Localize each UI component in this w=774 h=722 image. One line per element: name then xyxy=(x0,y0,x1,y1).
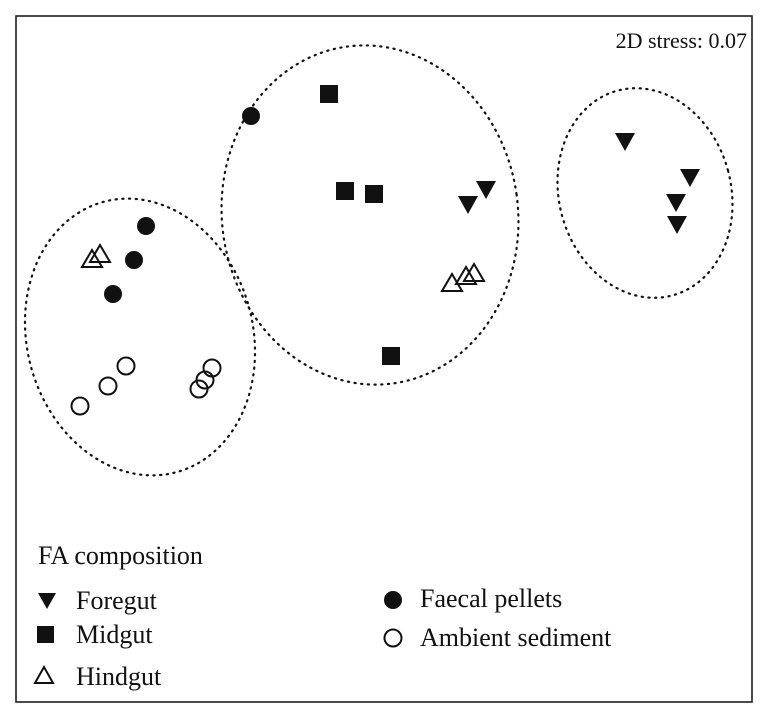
hindgut-point-1 xyxy=(80,248,104,268)
stress-label: 2D stress: 0.07 xyxy=(616,28,747,53)
foregut-marker-icon xyxy=(38,593,56,609)
hindgut-point-4 xyxy=(454,265,478,285)
faecal-point-2 xyxy=(137,217,155,235)
foregut-point-2 xyxy=(680,169,700,187)
foregut-point-5 xyxy=(458,196,478,214)
faecal-point-1 xyxy=(242,107,260,125)
faecal-marker-icon xyxy=(384,591,402,609)
legend-entry-faecal: Faecal pellets xyxy=(384,584,562,613)
legend-label-midgut: Midgut xyxy=(76,620,153,649)
hindgut-marker-icon xyxy=(33,664,55,684)
legend-label-faecal: Faecal pellets xyxy=(420,584,562,613)
foregut-point-4 xyxy=(666,194,686,212)
group-ellipse-right xyxy=(556,87,734,299)
faecal-point-4 xyxy=(104,285,122,303)
midgut-point-1 xyxy=(320,85,338,103)
foregut-point-6 xyxy=(667,216,687,234)
midgut-point-2 xyxy=(336,182,354,200)
legend-entry-foregut: Foregut xyxy=(38,586,158,615)
legend-entry-hindgut: Hindgut xyxy=(33,662,162,691)
legend-label-foregut: Foregut xyxy=(76,586,158,615)
hindgut-point-5 xyxy=(462,262,486,282)
sediment-point-6 xyxy=(189,379,209,399)
hindgut-point-2 xyxy=(88,243,112,263)
legend-title: FA composition xyxy=(38,541,203,570)
sediment-marker-icon xyxy=(383,628,403,648)
group-ellipse-middle xyxy=(220,44,520,386)
faecal-point-3 xyxy=(125,251,143,269)
legend-label-sediment: Ambient sediment xyxy=(420,623,612,652)
midgut-marker-icon xyxy=(37,626,54,643)
legend: FA composition Foregut Midgut Hindgut Fa… xyxy=(33,541,612,691)
group-ellipses xyxy=(23,44,734,477)
legend-label-hindgut: Hindgut xyxy=(76,662,162,691)
midgut-point-3 xyxy=(365,185,383,203)
legend-entry-sediment: Ambient sediment xyxy=(383,623,612,652)
foregut-point-1 xyxy=(615,133,635,151)
sediment-point-3 xyxy=(70,396,90,416)
sediment-point-2 xyxy=(98,376,118,396)
sediment-point-1 xyxy=(116,356,136,376)
data-points xyxy=(70,85,700,416)
midgut-point-4 xyxy=(382,347,400,365)
legend-entry-midgut: Midgut xyxy=(37,620,153,649)
foregut-point-3 xyxy=(476,181,496,199)
